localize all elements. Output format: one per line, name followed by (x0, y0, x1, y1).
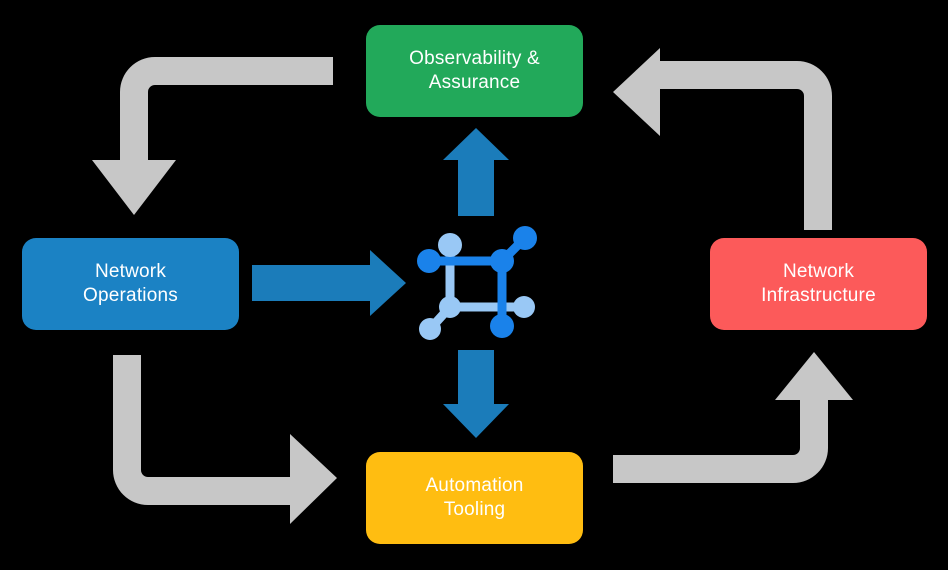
node-automation-tooling[interactable]: Automation Tooling (366, 452, 583, 544)
node-network-infrastructure-label: Network Infrastructure (761, 260, 876, 306)
network-graph-icon (417, 226, 537, 340)
node-observability-label: Observability & Assurance (409, 47, 540, 93)
node-network-operations-label: Network Operations (83, 260, 178, 306)
connector-center-to-observability (443, 128, 509, 216)
node-network-infrastructure[interactable]: Network Infrastructure (710, 238, 927, 330)
connector-center-to-automation (443, 350, 509, 438)
network-icon-dark-nodes (417, 226, 537, 338)
connector-observability-to-netops (92, 57, 333, 215)
node-automation-tooling-label: Automation Tooling (425, 474, 524, 520)
connector-netinfra-to-observability (613, 48, 832, 230)
connector-netops-to-center (252, 250, 406, 316)
node-network-operations[interactable]: Network Operations (22, 238, 239, 330)
connector-automation-to-netinfra (613, 352, 853, 483)
connector-netops-to-automation (113, 355, 337, 524)
node-observability-assurance[interactable]: Observability & Assurance (366, 25, 583, 117)
network-icon-light-nodes (419, 233, 535, 340)
